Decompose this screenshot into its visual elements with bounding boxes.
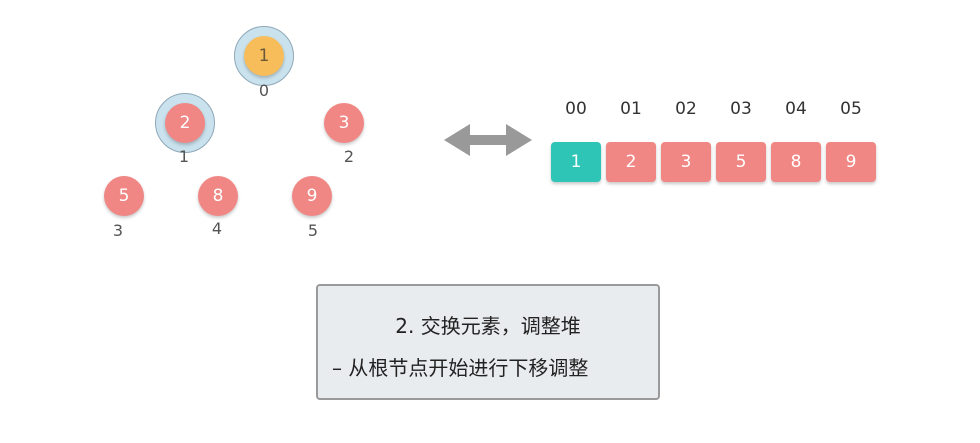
array-cell: 9 (826, 142, 876, 182)
tree-node: 3 (324, 103, 364, 143)
array-index-label: 05 (840, 99, 862, 119)
array-cell: 5 (716, 142, 766, 182)
array-index-label: 04 (785, 99, 807, 119)
tree-node-index: 1 (178, 147, 190, 166)
tree-node: 9 (292, 176, 332, 216)
array-cell: 1 (551, 142, 601, 182)
array-index-label: 02 (675, 99, 697, 119)
double-arrow-icon (444, 124, 532, 156)
array-index-label: 03 (730, 99, 752, 119)
tree-node-root: 1 (244, 36, 284, 76)
array-cell: 8 (771, 142, 821, 182)
array-index-label: 01 (620, 99, 642, 119)
tree-node-index: 0 (258, 81, 270, 100)
tree-node: 5 (104, 176, 144, 216)
array-cell: 2 (606, 142, 656, 182)
tree-node: 8 (198, 176, 238, 216)
array-cell: 3 (661, 142, 711, 182)
step-description: – 从根节点开始进行下移调整 (332, 356, 589, 380)
step-caption-box: 2. 交换元素，调整堆 – 从根节点开始进行下移调整 (316, 284, 660, 400)
tree-node-index: 2 (343, 147, 355, 166)
tree-node: 2 (165, 103, 205, 143)
step-title: 2. 交换元素，调整堆 (395, 314, 581, 338)
array-index-label: 00 (565, 99, 587, 119)
tree-node-index: 4 (211, 219, 223, 238)
tree-node-index: 3 (112, 221, 124, 240)
tree-node-index: 5 (307, 221, 319, 240)
